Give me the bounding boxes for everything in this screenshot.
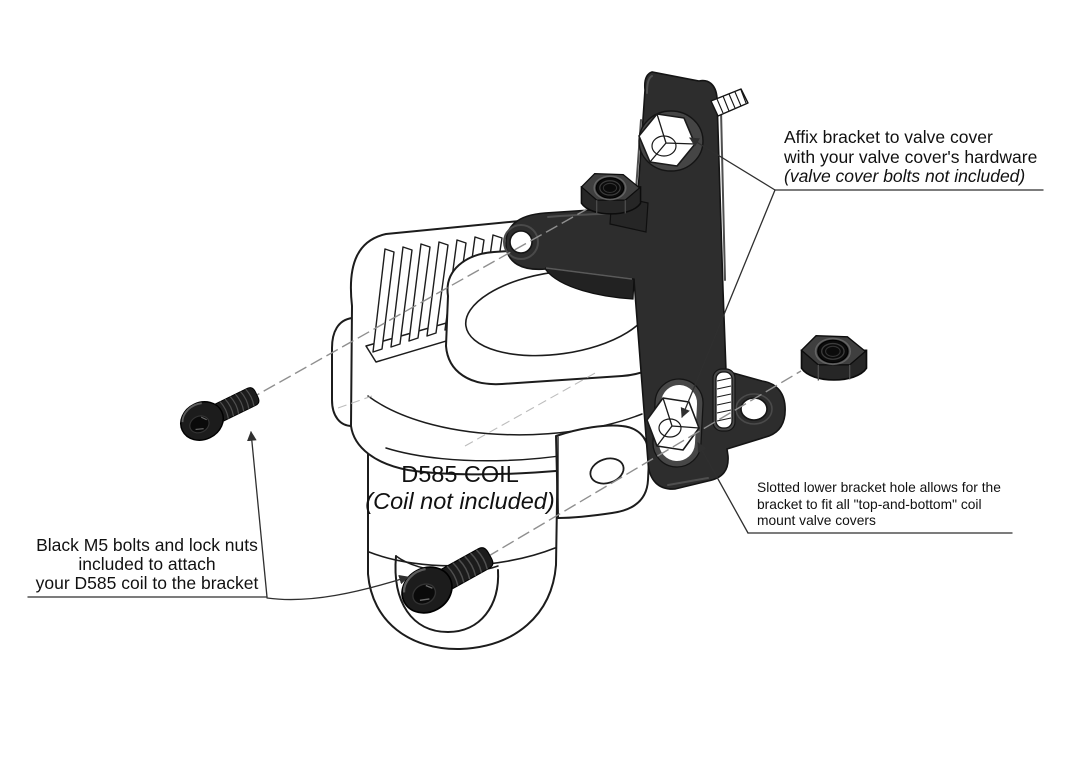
annotation-hardware: Black M5 bolts and lock nuts included to…: [22, 536, 272, 593]
leader-hardware-left: [246, 431, 268, 598]
valve-cover-bolt-top: [638, 113, 696, 167]
annotation-slotted: Slotted lower bracket hole allows for th…: [757, 480, 1001, 530]
bracket-arm-tab-ring: [503, 224, 539, 260]
coil-bottom-pocket: [394, 555, 500, 633]
annotation-affix: Affix bracket to valve cover with your v…: [784, 127, 1038, 187]
lock-nut-upper: [580, 172, 642, 215]
annotation-slotted-line2: bracket to fit all "top-and-bottom" coil: [757, 496, 982, 512]
annotation-affix-line1: Affix bracket to valve cover: [784, 127, 993, 147]
bracket-arm-fold: [545, 267, 635, 300]
coil-label-line1: D585 COIL: [401, 461, 519, 487]
m5-bolt-left: [180, 387, 260, 441]
assembly-axis-lower: [486, 370, 802, 558]
annotation-hardware-line1: Black M5 bolts and lock nuts: [36, 535, 258, 555]
leader-slotted: [697, 442, 749, 534]
leader-affix-top: [689, 137, 776, 191]
annotation-slotted-line3: mount valve covers: [757, 513, 876, 529]
assembly-axes: [247, 207, 802, 558]
coil-ear-hole: [589, 457, 625, 485]
bracket-side-tab-hole: [740, 397, 768, 421]
annotation-slotted-line1: Slotted lower bracket hole allows for th…: [757, 480, 1001, 495]
coil-label-line2: (Coil not included): [365, 487, 555, 514]
leader-hardware-bottom: [266, 574, 409, 601]
m5-bolt-bottom: [401, 547, 494, 614]
valve-cover-bolt-lower-threads: [716, 377, 732, 422]
coil-left-ear: [331, 317, 353, 427]
annotation-affix-line2: with your valve cover's hardware: [784, 146, 1038, 167]
lock-nut-right: [800, 335, 868, 381]
bracket-arm-tab-hole: [509, 230, 533, 254]
annotation-affix-line3: (valve cover bolts not included): [784, 166, 1026, 186]
leader-lines: [27, 137, 1044, 601]
coil-label: D585 COIL (Coil not included): [338, 461, 582, 514]
coil-contour-lines: [337, 371, 598, 447]
leader-affix-bottom: [680, 189, 776, 418]
annotation-hardware-line2: included to attach: [78, 554, 216, 574]
valve-cover-bolt-top-threads: [710, 88, 749, 117]
annotation-hardware-line3: your D585 coil to the bracket: [35, 573, 259, 593]
assembly-axis-upper: [247, 207, 590, 401]
